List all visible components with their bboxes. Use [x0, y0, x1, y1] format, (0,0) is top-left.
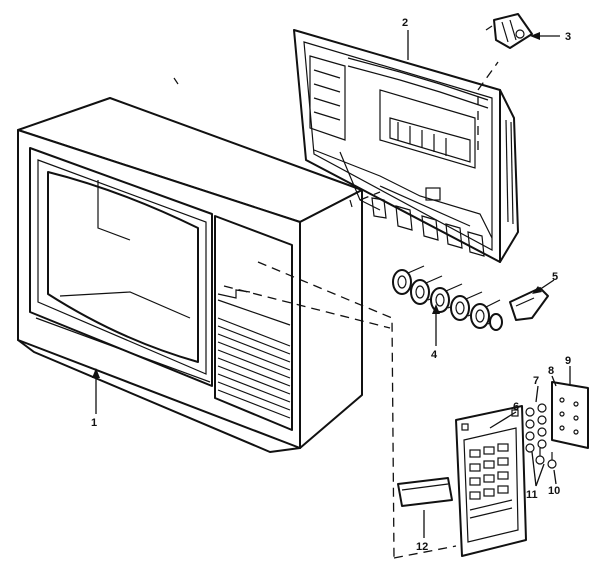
knob-5 [470, 299, 503, 329]
callout-12: 12 [416, 541, 428, 553]
callout-2: 2 [402, 17, 408, 29]
callout-10: 10 [548, 485, 560, 497]
callout-8: 8 [548, 365, 554, 377]
callout-4: 4 [431, 349, 438, 361]
knob-2 [410, 275, 445, 305]
callout-1: 1 [91, 417, 97, 429]
control-panel [455, 405, 527, 557]
leader-lines [92, 30, 571, 538]
small-parts [535, 448, 557, 469]
tuner-mount-slots [371, 197, 485, 257]
panel-buttons [469, 443, 509, 500]
speaker-grille [217, 317, 291, 419]
tv-cabinet [17, 77, 363, 453]
push-buttons [525, 403, 547, 453]
connector-plug [485, 13, 533, 49]
callout-11: 11 [526, 489, 538, 501]
chassis-board [293, 29, 519, 263]
callout-labels: 1 2 3 4 5 6 7 8 9 10 11 12 [91, 17, 571, 553]
bracket [509, 287, 549, 321]
callout-7: 7 [533, 375, 539, 387]
assembly-lines [223, 191, 457, 559]
tuner-knobs [392, 265, 503, 331]
knob-4 [450, 291, 485, 321]
button-plate [551, 381, 589, 449]
callout-9: 9 [565, 355, 571, 367]
callout-3: 3 [565, 31, 571, 43]
callout-5: 5 [552, 271, 558, 283]
knob-insert [397, 477, 453, 507]
callout-6: 6 [513, 401, 519, 413]
